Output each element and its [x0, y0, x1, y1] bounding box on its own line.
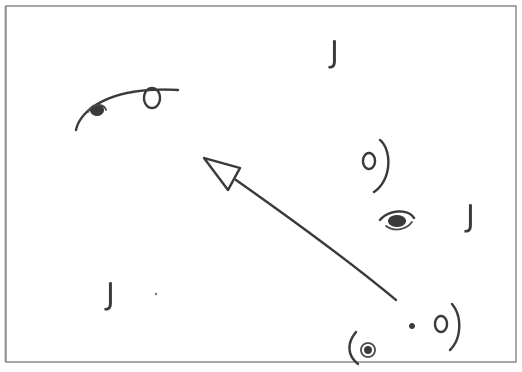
label-j-right: J	[464, 199, 475, 234]
label-j-top: J	[328, 35, 339, 70]
stray-dot	[155, 293, 157, 295]
label-j-left: J	[104, 277, 115, 312]
page-border	[5, 5, 517, 364]
